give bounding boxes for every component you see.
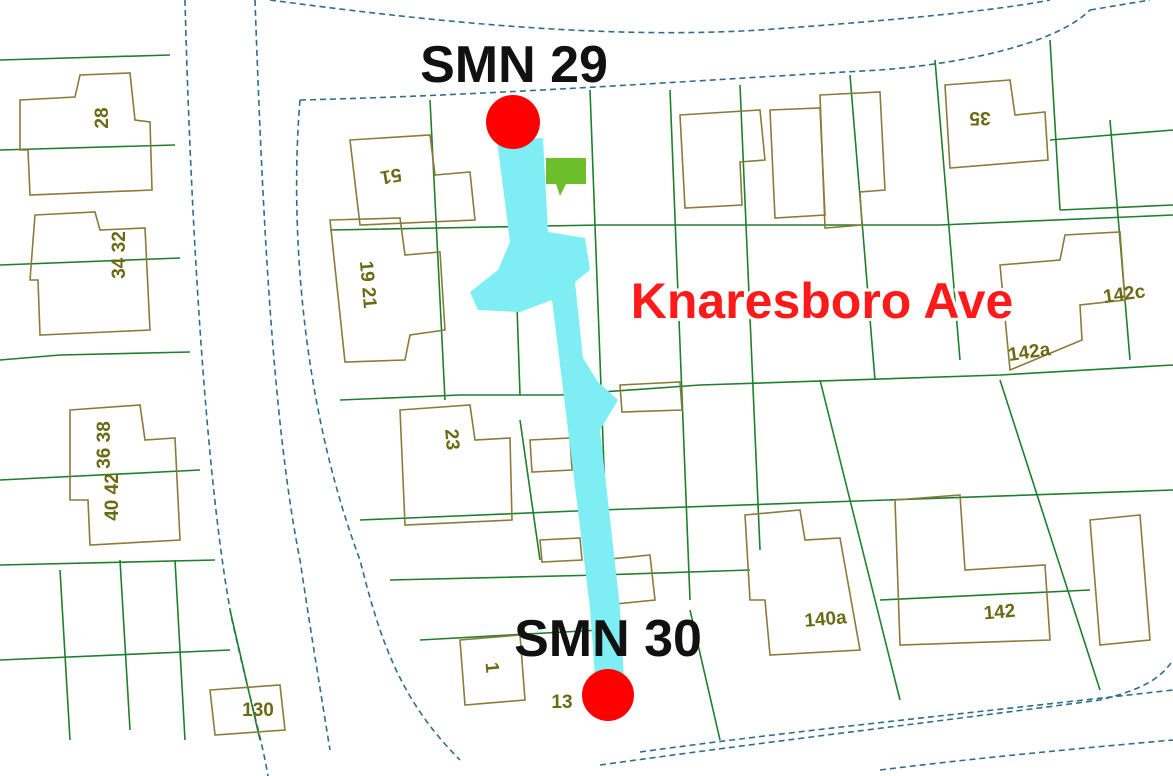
house-number-140a: 140a — [804, 607, 848, 632]
manhole-smn-30-marker[interactable] — [582, 669, 634, 721]
manhole-smn-29-label: SMN 29 — [420, 36, 608, 94]
manhole-smn-29-marker[interactable] — [486, 95, 540, 149]
building-outlines — [19, 72, 1151, 736]
house-number-28: 28 — [92, 107, 113, 128]
house-number-35: 35 — [969, 107, 991, 128]
house-number-51: 51 — [378, 163, 403, 187]
house-number-34-32: 34 32 — [109, 231, 130, 279]
sewer-corridor — [470, 138, 626, 718]
house-number-130: 130 — [242, 700, 274, 721]
house-number-19-21: 19 21 — [355, 260, 380, 310]
house-number-142: 142 — [983, 601, 1016, 625]
house-number-13: 13 — [551, 692, 572, 713]
manhole-smn-30-label: SMN 30 — [514, 610, 702, 668]
house-number-36-38: 36 38 — [94, 421, 115, 469]
house-number-23: 23 — [440, 428, 463, 451]
street-name-label: Knaresboro Ave — [631, 273, 1014, 329]
house-number-40-42: 40 42 — [102, 473, 123, 521]
flag-marker-icon[interactable] — [546, 158, 586, 196]
house-numbers: 28 34 32 36 38 40 42 35 51 19 21 23 142c… — [92, 107, 1147, 721]
house-number-1: 1 — [481, 661, 503, 674]
